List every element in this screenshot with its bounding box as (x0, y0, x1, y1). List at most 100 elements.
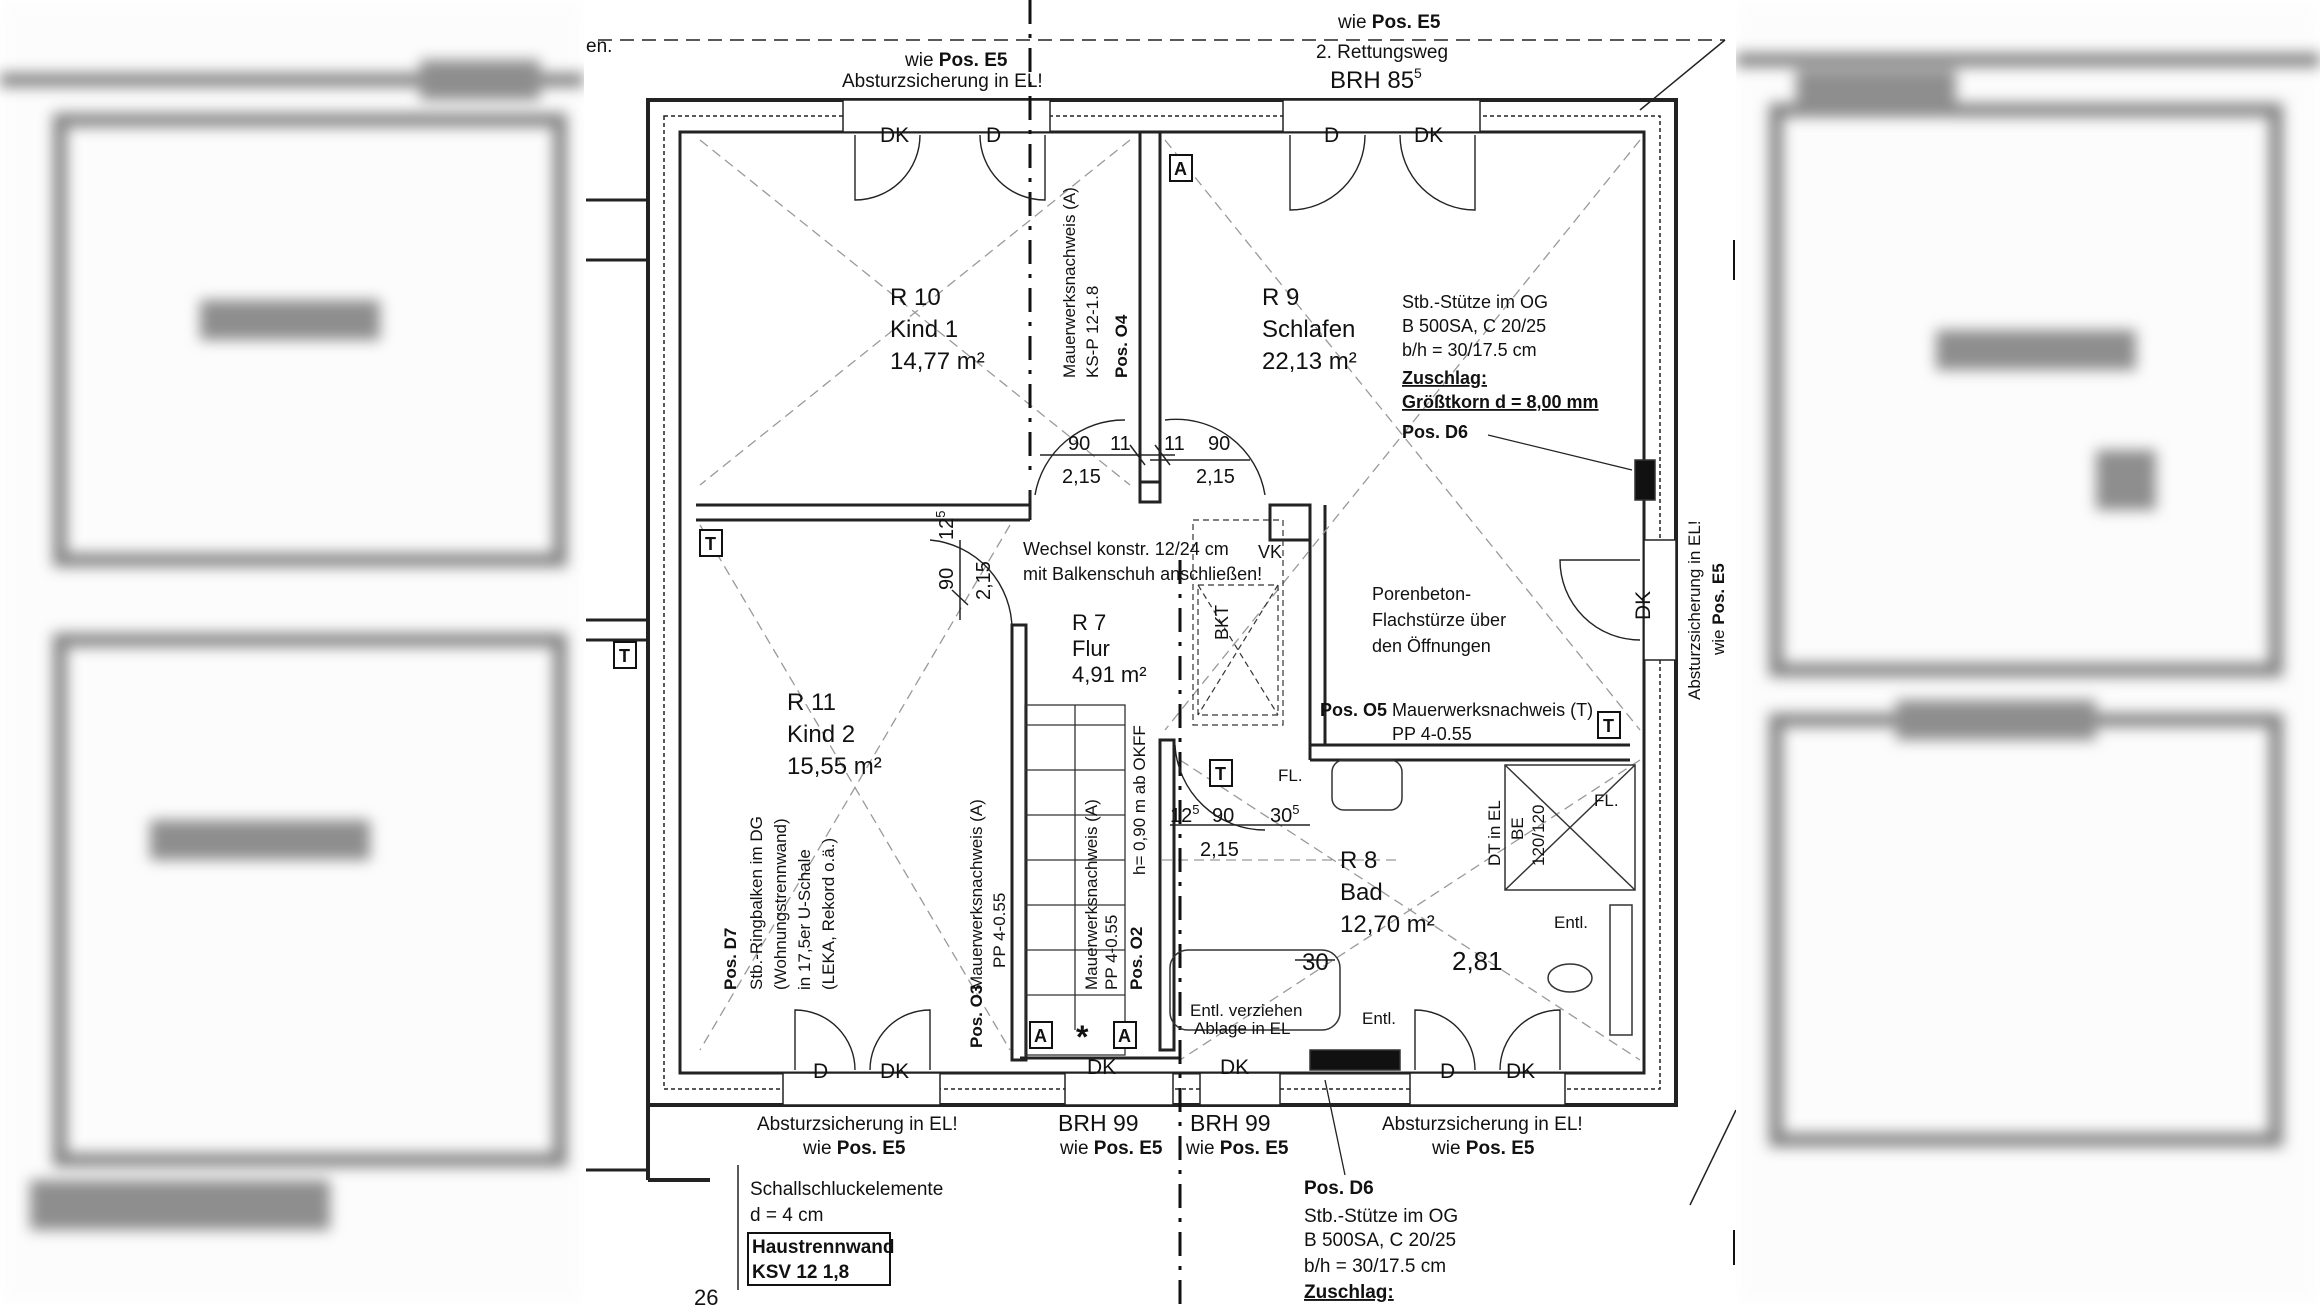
svg-text:wie Pos. E5: wie Pos. E5 (1709, 563, 1728, 656)
dim-125-flur-sup: 5 (1192, 802, 1199, 817)
d7-line-1: Stb.-Ringbalken im DG (747, 816, 766, 990)
dim-215-left: 2,15 (1062, 466, 1101, 488)
dim-90-right: 90 (1208, 433, 1230, 455)
svg-text:wie Pos. E5: wie Pos. E5 (802, 1138, 906, 1159)
room-r9-number: R 9 (1262, 284, 1299, 311)
bottom-pos-e5-left: Pos. E5 (837, 1138, 906, 1159)
svg-text:wie Pos. E5: wie Pos. E5 (1185, 1138, 1289, 1159)
dim-305-flur-sup: 5 (1292, 802, 1299, 817)
dim-281-bath: 2,81 (1452, 946, 1503, 976)
window-d-r11: D (813, 1060, 828, 1083)
schall-line-2: d = 4 cm (750, 1205, 823, 1226)
bottom-pos-e5-right: Pos. E5 (1466, 1138, 1535, 1159)
porenbeton-line-3: den Öffnungen (1372, 636, 1491, 656)
window-openings (782, 99, 1677, 1106)
window-dk-bath-1: DK (1220, 1056, 1249, 1079)
entl-label-1: Entl. (1554, 913, 1588, 932)
marker-a-stair-1: A (1034, 1026, 1047, 1046)
svg-text:wie Pos. E5: wie Pos. E5 (1059, 1138, 1163, 1159)
marker-t-left: T (619, 646, 630, 666)
fl-label-2: FL. (1594, 791, 1619, 810)
dim-125-vertical-sup: 5 (933, 511, 948, 518)
dim-90-left: 90 (1068, 433, 1090, 455)
left-pos-e5: Pos. E5 (939, 50, 1008, 71)
svg-text:wie Pos. E5: wie Pos. E5 (1431, 1138, 1535, 1159)
room-r9-name: Schlafen (1262, 316, 1355, 343)
svg-text:125: 125 (933, 511, 958, 540)
room-r11-number: R 11 (787, 689, 836, 716)
mauer-o3-line-1: Mauerwerksnachweis (A) (967, 799, 986, 990)
porenbeton-line-1: Porenbeton- (1372, 584, 1471, 604)
entl-verziehen-label: Entl. verziehen (1190, 1001, 1302, 1020)
bottom-wie-left: wie (802, 1138, 832, 1159)
mauer-o4-line-2: KS-P 12-1.8 (1083, 286, 1102, 378)
stuetze-line-2: B 500SA, C 20/25 (1402, 316, 1546, 336)
dim-305-flur: 30 (1270, 805, 1292, 827)
dim-11-right: 11 (1164, 433, 1185, 455)
window-dk-r11: DK (880, 1060, 909, 1083)
rettungsweg-label: 2. Rettungsweg (1316, 42, 1448, 63)
d7-line-3: in 17,5er U-Schale (795, 849, 814, 990)
window-dk-stair: DK (1087, 1056, 1116, 1079)
mauer-o2-line-2: PP 4-0.55 (1102, 915, 1121, 990)
dimension-ticks (951, 444, 1335, 961)
floor-plan-drawing: A T T T T A A * en. wie Pos. E5 2. Rettu… (584, 0, 1737, 1305)
haustrennwand-line-2: KSV 12 1,8 (752, 1262, 849, 1283)
room-r11-name: Kind 2 (787, 721, 855, 748)
bottom-pos-e5-mid-right: Pos. E5 (1220, 1138, 1289, 1159)
stair-arrow-icon: * (1076, 1019, 1089, 1055)
mauer-o2-line-1: Mauerwerksnachweis (A) (1082, 799, 1101, 990)
ablage-label: Ablage in EL (1194, 1019, 1290, 1038)
cut-label-left: en. (586, 36, 612, 57)
bottom-wie-mid-left: wie (1059, 1138, 1089, 1159)
top-wie-label: wie (1337, 12, 1367, 33)
bkt-label: BKT (1212, 605, 1232, 640)
room-r10-name: Kind 1 (890, 316, 958, 343)
left-wie-label: wie (904, 50, 934, 71)
room-r8-name: Bad (1340, 879, 1383, 906)
bottom-wie-mid-right: wie (1185, 1138, 1215, 1159)
d6-bottom-line-3: b/h = 30/17.5 cm (1304, 1256, 1446, 1277)
top-pos-e5: Pos. E5 (1372, 12, 1441, 33)
dim-125-flur: 12 (1170, 805, 1192, 827)
dim-215-vertical: 2,15 (973, 561, 995, 600)
axis-lines (1028, 0, 1182, 1305)
d6-bottom-line-1: Stb.-Stütze im OG (1304, 1206, 1458, 1227)
room-r8-number: R 8 (1340, 847, 1377, 874)
room-r8-area: 12,70 m² (1340, 911, 1435, 938)
wechsel-line-2: mit Balkenschuh anschließen! (1023, 564, 1262, 584)
room-r9-area: 22,13 m² (1262, 348, 1357, 375)
stair (1024, 704, 1126, 1056)
window-dk-r9-side: DK (1632, 591, 1655, 620)
mauer-o3-line-2: PP 4-0.55 (990, 893, 1009, 968)
markers: A T T T T A A * (613, 154, 1621, 1055)
h-okff-label: h= 0,90 m ab OKFF (1130, 725, 1149, 875)
window-dk-r10: DK (880, 124, 909, 147)
right-absturz-label: Absturzsicherung in EL! (1685, 520, 1704, 700)
door-swings (794, 134, 1641, 1071)
marker-a-stair-2: A (1118, 1026, 1131, 1046)
dim-11-left: 11 (1110, 433, 1131, 455)
fl-label-1: FL. (1278, 766, 1303, 785)
entl-label-2: Entl. (1362, 1009, 1396, 1028)
d7-line-4: (LEKA, Rekord o.ä.) (819, 838, 838, 990)
marker-t-flur: T (1215, 764, 1226, 784)
stuetze-line-4: Zuschlag: (1402, 368, 1487, 388)
mauer-o4-line-1: Mauerwerksnachweis (A) (1060, 187, 1079, 378)
room-r7-area: 4,91 m² (1072, 662, 1147, 687)
room-r10-area: 14,77 m² (890, 348, 985, 375)
diagonal-cross-lines (699, 139, 1641, 1061)
number-26: 26 (694, 1285, 718, 1305)
d7-line-2: (Wohnungstrennwand) (771, 818, 790, 990)
room-r10-number: R 10 (890, 284, 941, 311)
brh85-sup: 5 (1414, 65, 1422, 81)
pos-o5-line-1: Mauerwerksnachweis (T) (1392, 700, 1593, 720)
room-r7-number: R 7 (1072, 610, 1106, 635)
pos-o5-line-2: PP 4-0.55 (1392, 724, 1472, 744)
dt-in-el-label: DT in EL (1485, 800, 1504, 866)
dim-215-flur: 2,15 (1200, 839, 1239, 861)
brh99-right: BRH 99 (1190, 1110, 1271, 1136)
window-d-r10: D (986, 124, 1001, 147)
bottom-pos-e5-mid-left: Pos. E5 (1094, 1138, 1163, 1159)
